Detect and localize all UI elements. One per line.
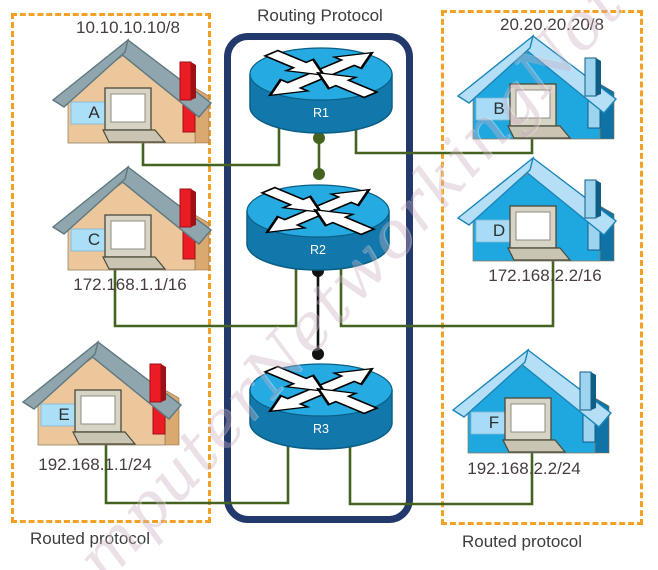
network-label-f: 192.168.2.2/24: [467, 459, 581, 478]
routing-protocol-title: Routing Protocol: [257, 6, 383, 25]
router-r2-label: R2: [310, 243, 326, 257]
host-b-letter: B: [493, 99, 505, 118]
host-f-letter: F: [488, 413, 500, 432]
house-icon-b: [448, 34, 623, 146]
link-d-r2: [339, 259, 555, 328]
right-zone-label: Routed protocol: [462, 532, 583, 551]
house-icon-d: [448, 156, 623, 268]
link-e-r3: [104, 443, 290, 505]
router-icon-r3: [247, 361, 395, 453]
host-a-letter: A: [88, 103, 100, 122]
house-icon-e: [13, 340, 188, 452]
router-r1-label: R1: [313, 106, 329, 120]
routing-protocol-box: [224, 33, 413, 523]
left-zone-label: Routed protocol: [30, 529, 151, 548]
network-label-a: 10.10.10.10/8: [76, 18, 180, 37]
link-a-r1: [141, 127, 281, 167]
network-label-d: 172.168.2.2/16: [488, 266, 602, 285]
network-label-e: 192.168.1.1/24: [38, 455, 152, 474]
house-icon-a: [43, 38, 218, 150]
router-icon-r2: [244, 182, 392, 274]
network-label-c: 172.168.1.1/16: [73, 275, 187, 294]
router-r3-label: R3: [313, 422, 329, 436]
house-icon-c: [43, 165, 218, 277]
link-c-r2: [113, 263, 298, 328]
link-b-r1: [354, 127, 534, 155]
router-icon-r1: [247, 45, 395, 137]
right-routed-protocol-zone: [441, 10, 643, 525]
network-label-b: 20.20.20.20/8: [500, 15, 604, 34]
host-d-letter: D: [492, 221, 506, 240]
host-c-letter: C: [87, 230, 101, 249]
host-e-letter: E: [58, 405, 70, 424]
link-f-r3: [348, 443, 534, 506]
house-icon-f: [443, 348, 618, 460]
left-routed-protocol-zone: [11, 13, 211, 523]
